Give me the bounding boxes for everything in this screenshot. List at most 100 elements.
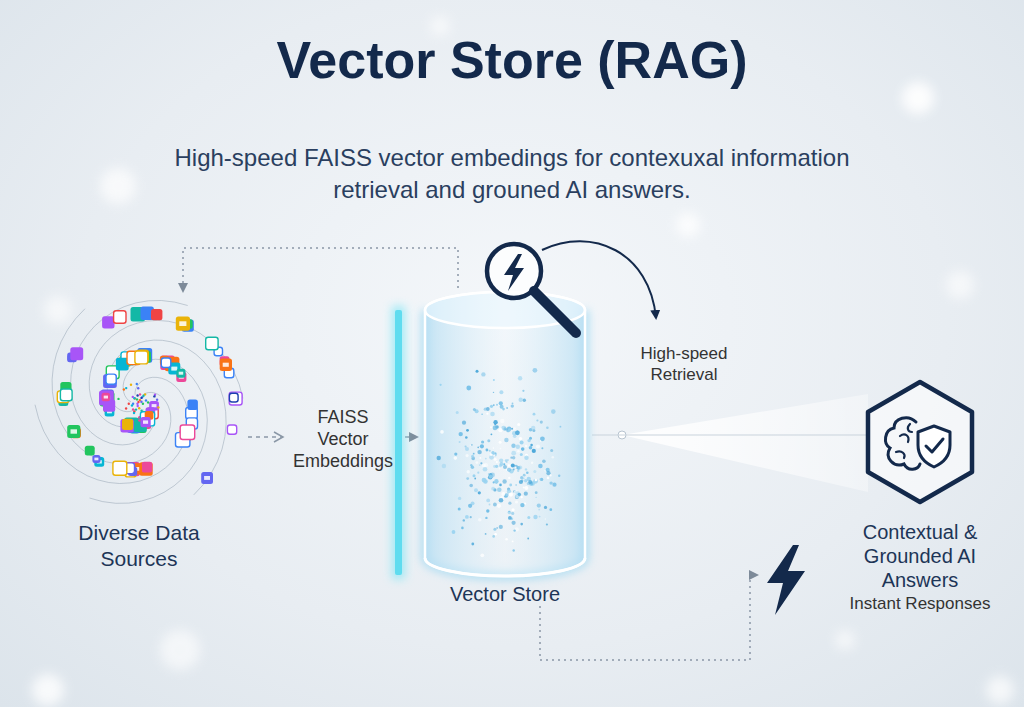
vector-particle	[538, 509, 540, 511]
data-icon	[70, 347, 83, 360]
vector-particle	[499, 441, 502, 444]
data-dot	[132, 408, 134, 410]
icon-glyph	[179, 372, 184, 375]
vector-particle	[511, 512, 514, 515]
vector-particle	[493, 404, 495, 406]
data-dot	[138, 419, 140, 421]
data-dot	[153, 395, 155, 397]
vector-particle	[484, 408, 487, 411]
vector-particle	[471, 444, 473, 446]
vector-particle	[529, 437, 532, 440]
data-icon	[187, 400, 198, 411]
vector-particle	[520, 440, 524, 444]
vector-particle	[515, 495, 519, 499]
vector-particle	[558, 475, 560, 477]
data-dot	[123, 388, 125, 390]
vector-particle	[513, 549, 515, 551]
data-icon	[180, 425, 195, 440]
shield-icon	[918, 426, 950, 467]
vector-particle	[526, 472, 529, 475]
data-icon	[177, 369, 186, 378]
bokeh-light	[44, 296, 72, 324]
vector-particle	[535, 491, 538, 494]
vector-particle	[505, 538, 508, 541]
vector-particle	[481, 372, 485, 376]
vector-particle	[494, 458, 497, 461]
node-label: Vector Store	[418, 582, 592, 606]
vector-particle	[520, 523, 523, 526]
vector-particle	[523, 478, 524, 479]
vector-particle	[535, 479, 537, 481]
data-icon	[122, 419, 133, 430]
vector-particle	[525, 468, 527, 470]
vector-particle	[514, 467, 516, 469]
embedding-bar-glow	[392, 306, 405, 579]
data-icon	[201, 472, 213, 484]
vector-particle	[490, 412, 495, 417]
data-dot	[133, 412, 135, 414]
vector-particle	[511, 451, 516, 456]
vector-particle	[485, 533, 487, 535]
subtitle: High-speed FAISS vector embedings for co…	[157, 142, 867, 206]
vector-particle	[541, 447, 543, 449]
vector-particle	[488, 473, 490, 475]
data-icon	[206, 337, 218, 349]
swirl-line	[71, 301, 188, 445]
vector-particle	[465, 436, 468, 439]
embedding-bar	[395, 310, 402, 575]
vector-particle	[480, 457, 482, 459]
vector-particle	[546, 427, 549, 430]
vector-particle	[499, 484, 502, 487]
vector-particle	[518, 376, 522, 380]
vector-particle	[493, 426, 498, 431]
connector	[592, 394, 868, 492]
vector-particle	[539, 516, 541, 518]
ai-answers-node: Contextual & Grounded AI AnswersInstant …	[758, 380, 1020, 620]
vector-particle	[494, 479, 498, 483]
vector-particle	[515, 500, 518, 503]
vector-particle	[531, 462, 533, 464]
vector-particle	[490, 405, 493, 408]
vector-particle	[465, 515, 469, 519]
lightning-symbol	[504, 254, 524, 291]
brain-icon	[885, 418, 920, 470]
vector-particle	[515, 430, 520, 435]
vector-particle	[462, 421, 466, 425]
vector-particle	[505, 459, 508, 462]
vector-particle	[473, 408, 476, 411]
data-icon	[85, 446, 95, 456]
vector-particle	[545, 518, 547, 520]
bokeh-light	[986, 676, 1014, 704]
vector-particle	[493, 503, 497, 507]
beam-line	[592, 435, 868, 436]
node-sublabel: Instant Responses	[820, 594, 1020, 614]
vector-particle	[500, 448, 502, 450]
vector-particle	[442, 464, 446, 468]
cylinder-body	[425, 292, 585, 576]
vector-particle	[511, 463, 515, 467]
data-dot	[130, 384, 132, 386]
data-icon	[227, 425, 236, 434]
swirl-line	[52, 309, 171, 464]
data-dot	[136, 394, 138, 396]
icon-glyph	[204, 476, 210, 480]
node-label: Contextual & Grounded AI Answers	[830, 520, 1010, 592]
vector-particle	[524, 486, 528, 490]
vector-particle	[533, 413, 536, 416]
vector-particle	[474, 488, 478, 492]
data-icon	[140, 417, 150, 427]
vector-particle	[540, 478, 543, 481]
data-icon	[103, 400, 115, 412]
lightning-shape	[767, 545, 805, 615]
vector-particle	[493, 447, 495, 449]
data-dot	[140, 410, 142, 412]
vector-particle	[495, 465, 498, 468]
connector	[540, 575, 758, 660]
data-icon	[220, 359, 232, 371]
vector-particle	[501, 492, 505, 496]
vector-particle	[485, 458, 487, 460]
vector-particle	[551, 409, 556, 414]
vector-particle	[506, 493, 509, 496]
vector-particle	[466, 454, 469, 457]
bokeh-light	[676, 213, 700, 237]
